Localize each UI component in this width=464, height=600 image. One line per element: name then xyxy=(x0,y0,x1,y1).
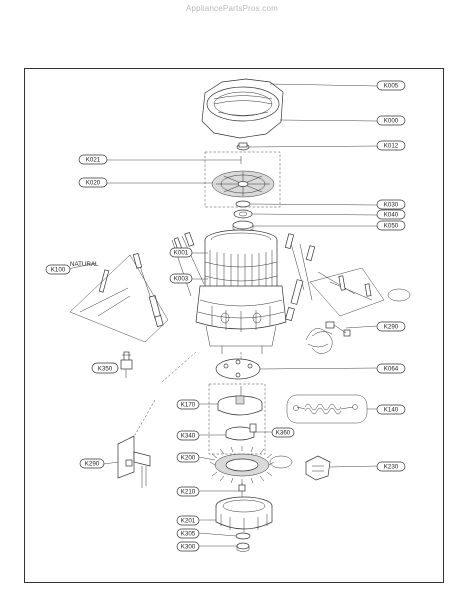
washer-nut-parts xyxy=(232,200,254,232)
clutch-assembly-part xyxy=(217,386,263,441)
callout-K021: K021 xyxy=(78,154,108,165)
pulsator-part xyxy=(211,156,275,198)
callout-K020: K020 xyxy=(78,177,108,188)
svg-text:K305: K305 xyxy=(181,531,196,538)
svg-text:K350: K350 xyxy=(98,365,113,372)
callout-K305: K305 xyxy=(176,528,200,539)
callout-K360: K360 xyxy=(271,427,295,438)
svg-text:K290: K290 xyxy=(85,461,100,468)
callout-K230: K230 xyxy=(376,461,406,472)
mounting-plate-part xyxy=(215,358,261,380)
site-watermark: AppliancePartsPros.com xyxy=(186,4,278,13)
bracket-part xyxy=(117,435,151,488)
svg-text:K360: K360 xyxy=(276,430,291,437)
callout-K100: K100 xyxy=(45,264,71,275)
svg-text:K340: K340 xyxy=(181,433,196,440)
callout-K200: K200 xyxy=(176,452,200,463)
svg-text:K100: K100 xyxy=(51,267,66,274)
suspension-rods-left xyxy=(79,231,205,328)
svg-text:K003: K003 xyxy=(174,276,189,283)
svg-text:K012: K012 xyxy=(384,143,399,150)
callout-K003: K003 xyxy=(169,273,193,284)
callout-K340: K340 xyxy=(176,430,200,441)
callout-K350: K350 xyxy=(91,362,119,374)
callout-K290-bracket: K290 xyxy=(79,458,105,469)
callout-K210: K210 xyxy=(176,486,200,497)
svg-text:K201: K201 xyxy=(181,518,196,525)
svg-text:K020: K020 xyxy=(86,180,101,187)
callout-K012: K012 xyxy=(376,140,406,151)
rotor-part xyxy=(215,496,273,532)
clip-part xyxy=(236,142,250,151)
rotor-bolt-parts xyxy=(235,532,251,552)
svg-text:K050: K050 xyxy=(384,223,399,230)
suspension-rods-right xyxy=(284,233,373,322)
natural-label: NATURAL xyxy=(70,261,99,268)
callout-K001: K001 xyxy=(169,247,193,258)
svg-text:K040: K040 xyxy=(384,212,399,219)
svg-text:K140: K140 xyxy=(384,407,399,414)
svg-text:K210: K210 xyxy=(181,489,196,496)
valve-part xyxy=(120,351,133,378)
callout-K064: K064 xyxy=(376,363,406,374)
svg-text:K001: K001 xyxy=(174,250,189,257)
diagram-frame xyxy=(24,68,444,583)
callout-K201: K201 xyxy=(176,515,200,526)
svg-text:K030: K030 xyxy=(384,202,399,209)
callout-K140: K140 xyxy=(376,404,406,415)
callout-K040: K040 xyxy=(376,209,406,220)
callout-K170: K170 xyxy=(176,399,200,410)
shaft-part xyxy=(238,483,246,498)
callout-K050: K050 xyxy=(376,220,406,231)
svg-text:K000: K000 xyxy=(384,118,399,125)
callout-K300: K300 xyxy=(176,541,200,552)
wire-harness-part xyxy=(305,321,351,354)
callout-K290-harness: K290 xyxy=(376,321,406,332)
callout-K030: K030 xyxy=(376,199,406,210)
svg-text:K290: K290 xyxy=(384,324,399,331)
callout-K005: K005 xyxy=(376,80,406,91)
spring-part xyxy=(293,403,358,415)
wash-tub-part xyxy=(195,229,287,354)
svg-text:K200: K200 xyxy=(181,455,196,462)
balance-ring-part xyxy=(201,78,284,139)
hall-sensor-part xyxy=(305,455,331,481)
stator-part xyxy=(209,446,275,484)
svg-text:K230: K230 xyxy=(384,464,399,471)
svg-text:K021: K021 xyxy=(86,157,101,164)
svg-text:K170: K170 xyxy=(181,402,196,409)
svg-text:K005: K005 xyxy=(384,83,399,90)
svg-text:K300: K300 xyxy=(181,544,196,551)
svg-text:K064: K064 xyxy=(384,366,399,373)
callout-K000: K000 xyxy=(376,115,406,126)
